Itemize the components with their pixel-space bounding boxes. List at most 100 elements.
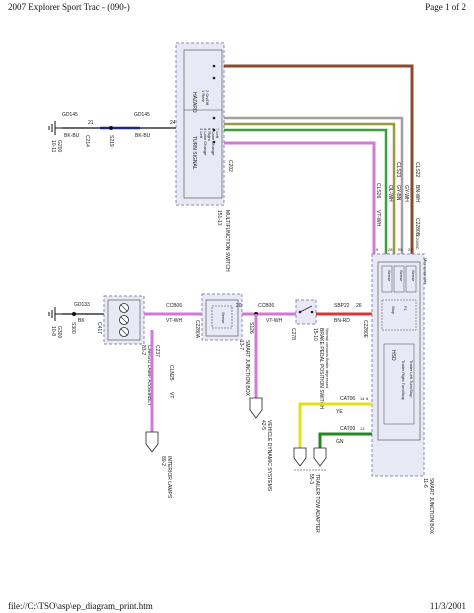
- circuit-cls26: CLS26: [375, 183, 381, 199]
- sjb-center-label: SMART JUNCTION BOX: [244, 340, 250, 397]
- c417-label: C417: [96, 322, 102, 334]
- page-title: 2007 Explorer Sport Trac - (090-): [8, 2, 130, 12]
- right-smart-junction-box: Sense Sense Sense Stop F1 HSD Trailer Ri…: [366, 235, 434, 535]
- sense-2: Sense: [399, 270, 404, 282]
- brake-pedal-ref: 15-10: [312, 328, 318, 341]
- trailer-lt-label: Trailer Left Turn/Stop: [409, 360, 414, 398]
- svg-text:3 Left: 3 Left: [199, 128, 204, 139]
- pin-20: 20: [236, 303, 242, 309]
- wire-bn-wh: [224, 64, 414, 254]
- vehicle-dynamic-label: VEHICLE DYNAMIC SYSTEMS: [266, 420, 272, 492]
- g200-ref: 10-11: [50, 140, 56, 153]
- sense-1: Sense: [387, 270, 392, 282]
- trailer-adapter-label: TRAILER TOW ADAPTER: [314, 474, 320, 533]
- turn-signal-label: TURN SIGNAL: [191, 136, 197, 170]
- hsd-label: HSD: [390, 350, 396, 361]
- svg-text:1 Rear: 1 Rear: [201, 90, 206, 103]
- bpp-notes: Normal contacts Brake depressed: [325, 328, 330, 388]
- pin-26: 26: [356, 303, 362, 309]
- bk-bu-label-a: BK-BU: [64, 133, 80, 139]
- cat09-label: CAT09: [340, 426, 355, 432]
- sense-3: Sense: [411, 270, 416, 282]
- trailer-arrow-1: [293, 447, 307, 467]
- c278-label: C278: [290, 328, 296, 340]
- pin-14: 14: [360, 396, 365, 401]
- interior-lamps-ref: 89-2: [160, 456, 166, 466]
- cargo-lamp-ref: 83-2: [140, 345, 146, 355]
- c2280b-label: C2280B: [414, 218, 420, 237]
- brake-pedal-switch: BRAKE PEDAL POSITION SWITCH 15-10 Normal…: [290, 299, 330, 409]
- multifunction-switch: HAZARD TURN SIGNAL MULTIFUNCTION SWITCH …: [175, 42, 233, 272]
- trailer-adapter-ref: 55-3: [308, 474, 314, 484]
- wire-label-bn-wh: BN-WH: [414, 185, 420, 202]
- vt-wh-label-a: VT-WH: [166, 318, 182, 324]
- gn-label: GN: [336, 439, 344, 445]
- cargo-lamp-label: CARGO LAMP ASSEMBLY: [146, 345, 152, 407]
- center-smart-junction-box: Sense SMART JUNCTION BOX 13-7: [201, 293, 250, 397]
- circuit-cls22: CLS22: [414, 162, 420, 178]
- mic-label: Microcontroller: [423, 258, 428, 285]
- trailer-rt-label: Trailer Right Turn/Stop: [401, 360, 406, 401]
- pin-9: 9: [376, 247, 379, 252]
- wire-label-gy-bn: GY-BN: [395, 185, 401, 201]
- c202-label: C202: [227, 160, 233, 172]
- c2280a-label: C2280A: [194, 320, 200, 339]
- vehicle-dynamic-ref: 42-5: [260, 420, 266, 430]
- c2280c-label: C2280C: [415, 235, 420, 250]
- pin-8: 8: [366, 396, 369, 401]
- pin-21: 21: [88, 120, 94, 126]
- bk-bu-label-b: BK-BU: [135, 133, 151, 139]
- wire-gn: [318, 432, 372, 448]
- wire-gy-bn: [224, 122, 396, 254]
- g200-label: G200: [56, 140, 62, 152]
- cat06-label: CAT06: [340, 396, 355, 402]
- sjb-center-ref: 13-7: [238, 340, 244, 350]
- sjb-right-label: SMART JUNCTION BOX: [428, 478, 434, 535]
- c2280e-label: C2280E: [362, 320, 368, 339]
- trailer-arrow-2: [313, 447, 327, 467]
- svg-text:2 On/Off: 2 On/Off: [205, 90, 210, 106]
- circuit-cls23: CLS23: [395, 162, 401, 178]
- vt-wh-label-b: VT-WH: [266, 318, 282, 324]
- wire-label-gy-wh: GY-WH: [403, 185, 409, 202]
- gd145-label-b: GD145: [134, 112, 150, 118]
- wire-gy-wh: [224, 116, 404, 254]
- wire-label-ol-wh: OL-WH: [387, 185, 393, 202]
- g300-ref: 10-8: [50, 326, 56, 336]
- c237-label: C237: [154, 345, 160, 357]
- vehicle-dynamic-arrow: [249, 397, 263, 419]
- s126-label: S126: [248, 322, 254, 334]
- interior-lamps-label: INTERIOR LAMPS: [166, 456, 172, 499]
- multifunction-ref: 151-13: [216, 210, 222, 226]
- ground-g200: GD145 GD145 BK-BU BK-BU C214 S219 G200 1…: [48, 112, 176, 153]
- f1-label: F1: [403, 306, 408, 311]
- wire-ye: [298, 402, 372, 448]
- gd133-label: GD133: [74, 302, 90, 308]
- pin-13: 13: [360, 426, 365, 431]
- svg-text:5 Right: 5 Right: [207, 128, 212, 142]
- c214-label: C214: [84, 135, 90, 147]
- hazard-label: HAZARD: [191, 92, 197, 113]
- file-path: file://C:\TSO\asp\ep_diagram_print.htm: [8, 601, 153, 611]
- sjb-right-ref: 11-6: [422, 478, 428, 488]
- g300-label: G300: [56, 326, 62, 338]
- brake-pedal-label: BRAKE PEDAL POSITION SWITCH: [318, 328, 324, 409]
- cargo-lamp-assembly: CARGO LAMP ASSEMBLY 83-2: [103, 295, 152, 407]
- svg-text:7 Left: 7 Left: [215, 128, 220, 139]
- print-date: 11/3/2001: [429, 601, 466, 611]
- sbp22-label: SBP22: [334, 303, 350, 309]
- sjb-center-sense: Sense: [221, 312, 226, 324]
- s300-label: S300: [70, 322, 76, 334]
- multifunction-switch-label: MULTIFUNCTION SWITCH: [224, 210, 230, 272]
- bn-rd-label: BN-RD: [334, 318, 350, 324]
- pin-22: 22: [408, 247, 413, 252]
- cln25-label: CLN25: [168, 365, 174, 381]
- s219-label: S219: [108, 135, 114, 147]
- pin-24: 24: [170, 120, 176, 126]
- ye-label: YE: [336, 409, 343, 415]
- pin-25: 25: [398, 247, 403, 252]
- stop-label: Stop: [391, 306, 396, 315]
- pin-28: 28: [388, 247, 393, 252]
- ccb06-label-a: CCB06: [166, 303, 182, 309]
